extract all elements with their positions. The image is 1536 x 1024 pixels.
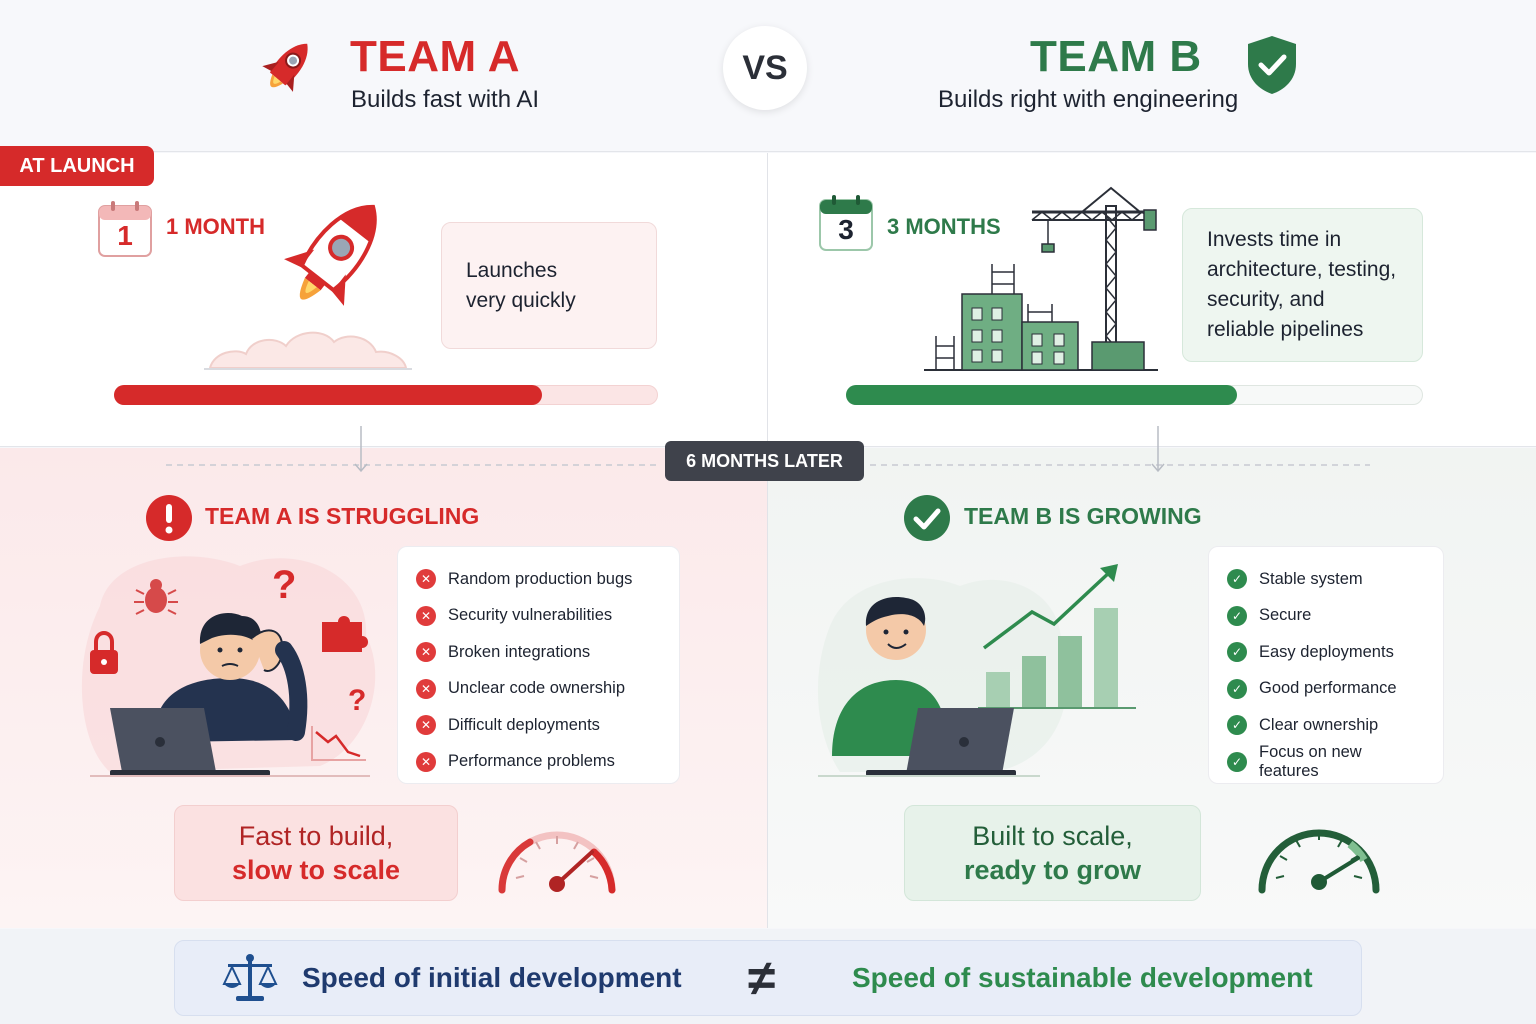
team-b-benefits-list: ✓ Stable system ✓ Secure ✓ Easy deployments ✓ G…: [1208, 546, 1444, 784]
slow-speedometer-icon: [498, 831, 616, 894]
team-a-launch-description: Launches very quickly: [466, 258, 576, 312]
team-a-summary-line1: Fast to build,: [238, 821, 394, 851]
team-b-summary-line1: Built to scale,: [972, 821, 1133, 851]
team-b-subtitle: Builds right with engineering: [938, 86, 1239, 113]
list-item: ✓ Easy deployments: [1227, 634, 1425, 671]
list-item: ✕ Unclear code ownership: [416, 671, 661, 708]
team-b-launch-box: Invests time in architecture, testing, s…: [1182, 208, 1423, 362]
x-circle-icon: ✕: [416, 605, 436, 626]
rocket-icon: [262, 43, 308, 92]
struggling-developer-illustration: ? ?: [81, 556, 376, 777]
team-a-launch-box: Launches very quickly: [441, 222, 657, 349]
team-b-progress-fill: [846, 385, 1237, 405]
list-item: ✕ Performance problems: [416, 744, 661, 781]
center-divider: [767, 153, 768, 928]
list-item-label: Stable system: [1259, 569, 1363, 588]
list-item-label: Good performance: [1259, 679, 1397, 698]
x-circle-icon: ✕: [416, 751, 436, 772]
check-circle-icon: ✓: [1227, 751, 1247, 772]
list-item: ✕ Security vulnerabilities: [416, 598, 661, 635]
calendar-icon: [819, 195, 873, 251]
rocket-launch-illustration: [204, 204, 412, 370]
list-item-label: Random production bugs: [448, 569, 633, 588]
team-b-duration: 3 MONTHS: [887, 214, 1001, 239]
check-circle-icon: ✓: [1227, 605, 1247, 626]
scales-icon: [222, 954, 278, 1001]
list-item: ✓ Good performance: [1227, 671, 1425, 708]
x-circle-icon: ✕: [416, 678, 436, 699]
list-item: ✓ Focus on new features: [1227, 742, 1425, 781]
check-circle-icon: ✓: [1227, 678, 1247, 699]
team-b-status-title: TEAM B IS GROWING: [964, 503, 1202, 529]
list-item-label: Broken integrations: [448, 642, 591, 661]
team-b-title: TEAM B: [1030, 32, 1202, 81]
list-item-label: Difficult deployments: [448, 715, 600, 734]
list-item: ✓ Secure: [1227, 598, 1425, 635]
six-months-later-tag: 6 MONTHS LATER: [665, 441, 864, 481]
team-a-status-title: TEAM A IS STRUGGLING: [205, 503, 480, 529]
team-b-summary-line2: ready to grow: [963, 855, 1142, 885]
check-circle-icon: [904, 495, 950, 541]
list-item-label: Unclear code ownership: [448, 679, 626, 698]
list-item: ✓ Stable system: [1227, 561, 1425, 598]
list-item-label: Clear ownership: [1259, 715, 1379, 734]
footer-right-text: Speed of sustainable development: [852, 962, 1313, 993]
list-item-label: Performance problems: [448, 752, 615, 771]
footer-left-text: Speed of initial development: [302, 962, 682, 993]
not-equal-symbol: ≠: [748, 950, 776, 1006]
list-item: ✓ Clear ownership: [1227, 707, 1425, 744]
x-circle-icon: ✕: [416, 715, 436, 736]
team-a-subtitle: Builds fast with AI: [351, 86, 540, 113]
at-launch-tag: AT LAUNCH: [0, 146, 154, 186]
list-item: ✕ Broken integrations: [416, 634, 661, 671]
calendar-number: 1: [117, 220, 133, 251]
svg-text:?: ?: [272, 563, 296, 607]
team-a-progress-track: [114, 385, 658, 405]
team-b-launch-description: Invests time in architecture, testing, s…: [1207, 228, 1397, 341]
team-a-duration: 1 MONTH: [166, 214, 265, 239]
x-circle-icon: ✕: [416, 642, 436, 663]
team-a-summary: Fast to build, slow to scale: [174, 805, 458, 901]
team-a-title: TEAM A: [350, 32, 521, 81]
list-item-label: Secure: [1259, 606, 1312, 625]
list-item-label: Security vulnerabilities: [448, 606, 613, 625]
team-b-progress-track: [846, 385, 1423, 405]
list-item: ✕ Random production bugs: [416, 561, 661, 598]
list-item-label: Easy deployments: [1259, 642, 1394, 661]
x-circle-icon: ✕: [416, 569, 436, 590]
team-a-progress-fill: [114, 385, 543, 405]
check-circle-icon: ✓: [1227, 642, 1247, 663]
team-b-summary: Built to scale, ready to grow: [904, 805, 1201, 901]
list-item: ✕ Difficult deployments: [416, 707, 661, 744]
exclamation-icon: [146, 495, 192, 541]
fast-speedometer-icon: [1258, 829, 1380, 894]
team-a-summary-line2: slow to scale: [231, 855, 401, 885]
timeline-connectors: [166, 426, 1370, 473]
footer-banner: [174, 940, 1362, 1016]
growing-developer-illustration: [817, 564, 1136, 777]
calendar-icon: [98, 201, 152, 257]
svg-text:?: ?: [348, 684, 366, 717]
team-a-issues-list: ✕ Random production bugs ✕ Security vulnera…: [397, 546, 680, 784]
calendar-number: 3: [838, 214, 854, 245]
construction-crane-illustration: [924, 186, 1158, 371]
shield-check-icon: [1248, 36, 1296, 94]
check-circle-icon: ✓: [1227, 715, 1247, 736]
vs-badge: VS: [723, 26, 807, 110]
check-circle-icon: ✓: [1227, 569, 1247, 590]
list-item-label: Focus on new features: [1259, 742, 1362, 780]
